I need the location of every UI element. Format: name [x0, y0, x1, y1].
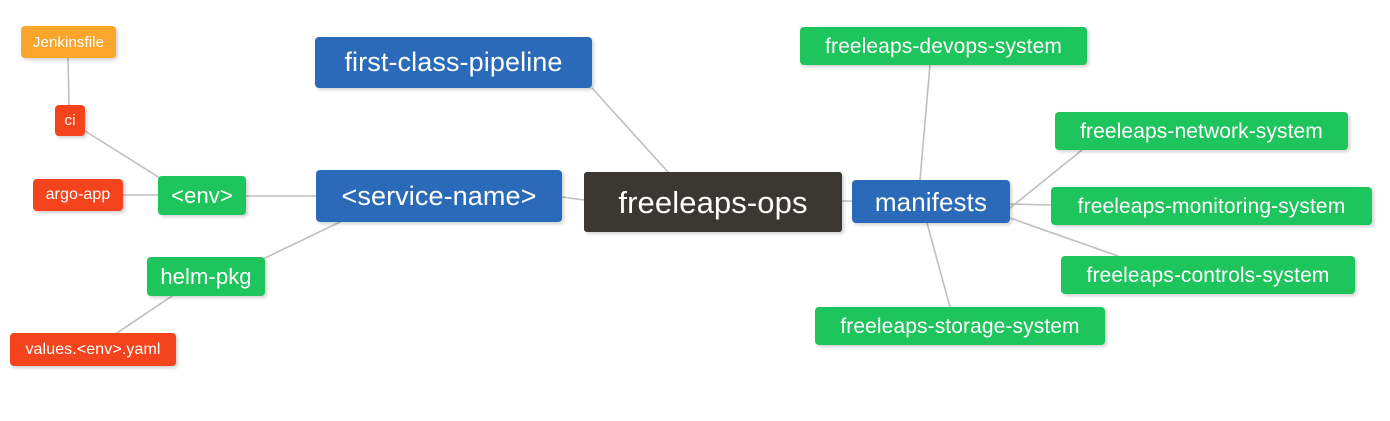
node-ci[interactable]: ci — [55, 105, 85, 136]
node-label: freeleaps-network-system — [1080, 119, 1323, 143]
node-label: freeleaps-controls-system — [1086, 263, 1330, 287]
edge-manifests-to-freeleaps-monitoring-system — [1009, 203, 1052, 206]
node-label: ci — [64, 112, 76, 129]
edge-service-name-to-freeleaps-ops — [561, 196, 585, 201]
node-values-env-yaml[interactable]: values.<env>.yaml — [10, 333, 176, 366]
edge-ci-to-env — [84, 130, 161, 179]
node-label: first-class-pipeline — [344, 47, 563, 77]
edge-first-class-pipeline-to-freeleaps-ops — [591, 87, 669, 173]
node-label: <env> — [171, 182, 233, 208]
node-label: <service-name> — [341, 180, 537, 211]
node-label: helm-pkg — [160, 263, 252, 289]
node-manifests[interactable]: manifests — [852, 180, 1010, 223]
node-first-class-pipeline[interactable]: first-class-pipeline — [315, 37, 592, 88]
node-label: Jenkinsfile — [32, 33, 105, 51]
edge-Jenkinsfile-to-ci — [67, 57, 70, 106]
node-freeleaps-storage-system[interactable]: freeleaps-storage-system — [815, 307, 1105, 345]
node-freeleaps-devops-system[interactable]: freeleaps-devops-system — [800, 27, 1087, 65]
edge-manifests-to-freeleaps-storage-system — [926, 222, 951, 308]
node-label: manifests — [874, 186, 988, 217]
node-Jenkinsfile[interactable]: Jenkinsfile — [21, 26, 116, 58]
node-label: freeleaps-devops-system — [825, 34, 1062, 58]
node-label: freeleaps-storage-system — [840, 314, 1080, 338]
node-label: values.<env>.yaml — [25, 340, 161, 358]
node-freeleaps-ops[interactable]: freeleaps-ops — [584, 172, 842, 232]
node-argo-app[interactable]: argo-app — [33, 179, 123, 211]
node-label: argo-app — [45, 186, 111, 203]
edge-manifests-to-freeleaps-devops-system — [919, 64, 931, 181]
edge-helm-pkg-to-service-name — [264, 221, 341, 259]
edge-values-env-yaml-to-helm-pkg — [116, 295, 173, 334]
node-label: freeleaps-monitoring-system — [1077, 194, 1346, 218]
node-freeleaps-network-system[interactable]: freeleaps-network-system — [1055, 112, 1348, 150]
node-service-name[interactable]: <service-name> — [316, 170, 562, 222]
node-helm-pkg[interactable]: helm-pkg — [147, 257, 265, 296]
node-env[interactable]: <env> — [158, 176, 246, 215]
node-freeleaps-monitoring-system[interactable]: freeleaps-monitoring-system — [1051, 187, 1372, 225]
node-freeleaps-controls-system[interactable]: freeleaps-controls-system — [1061, 256, 1355, 294]
node-label: freeleaps-ops — [618, 184, 808, 220]
